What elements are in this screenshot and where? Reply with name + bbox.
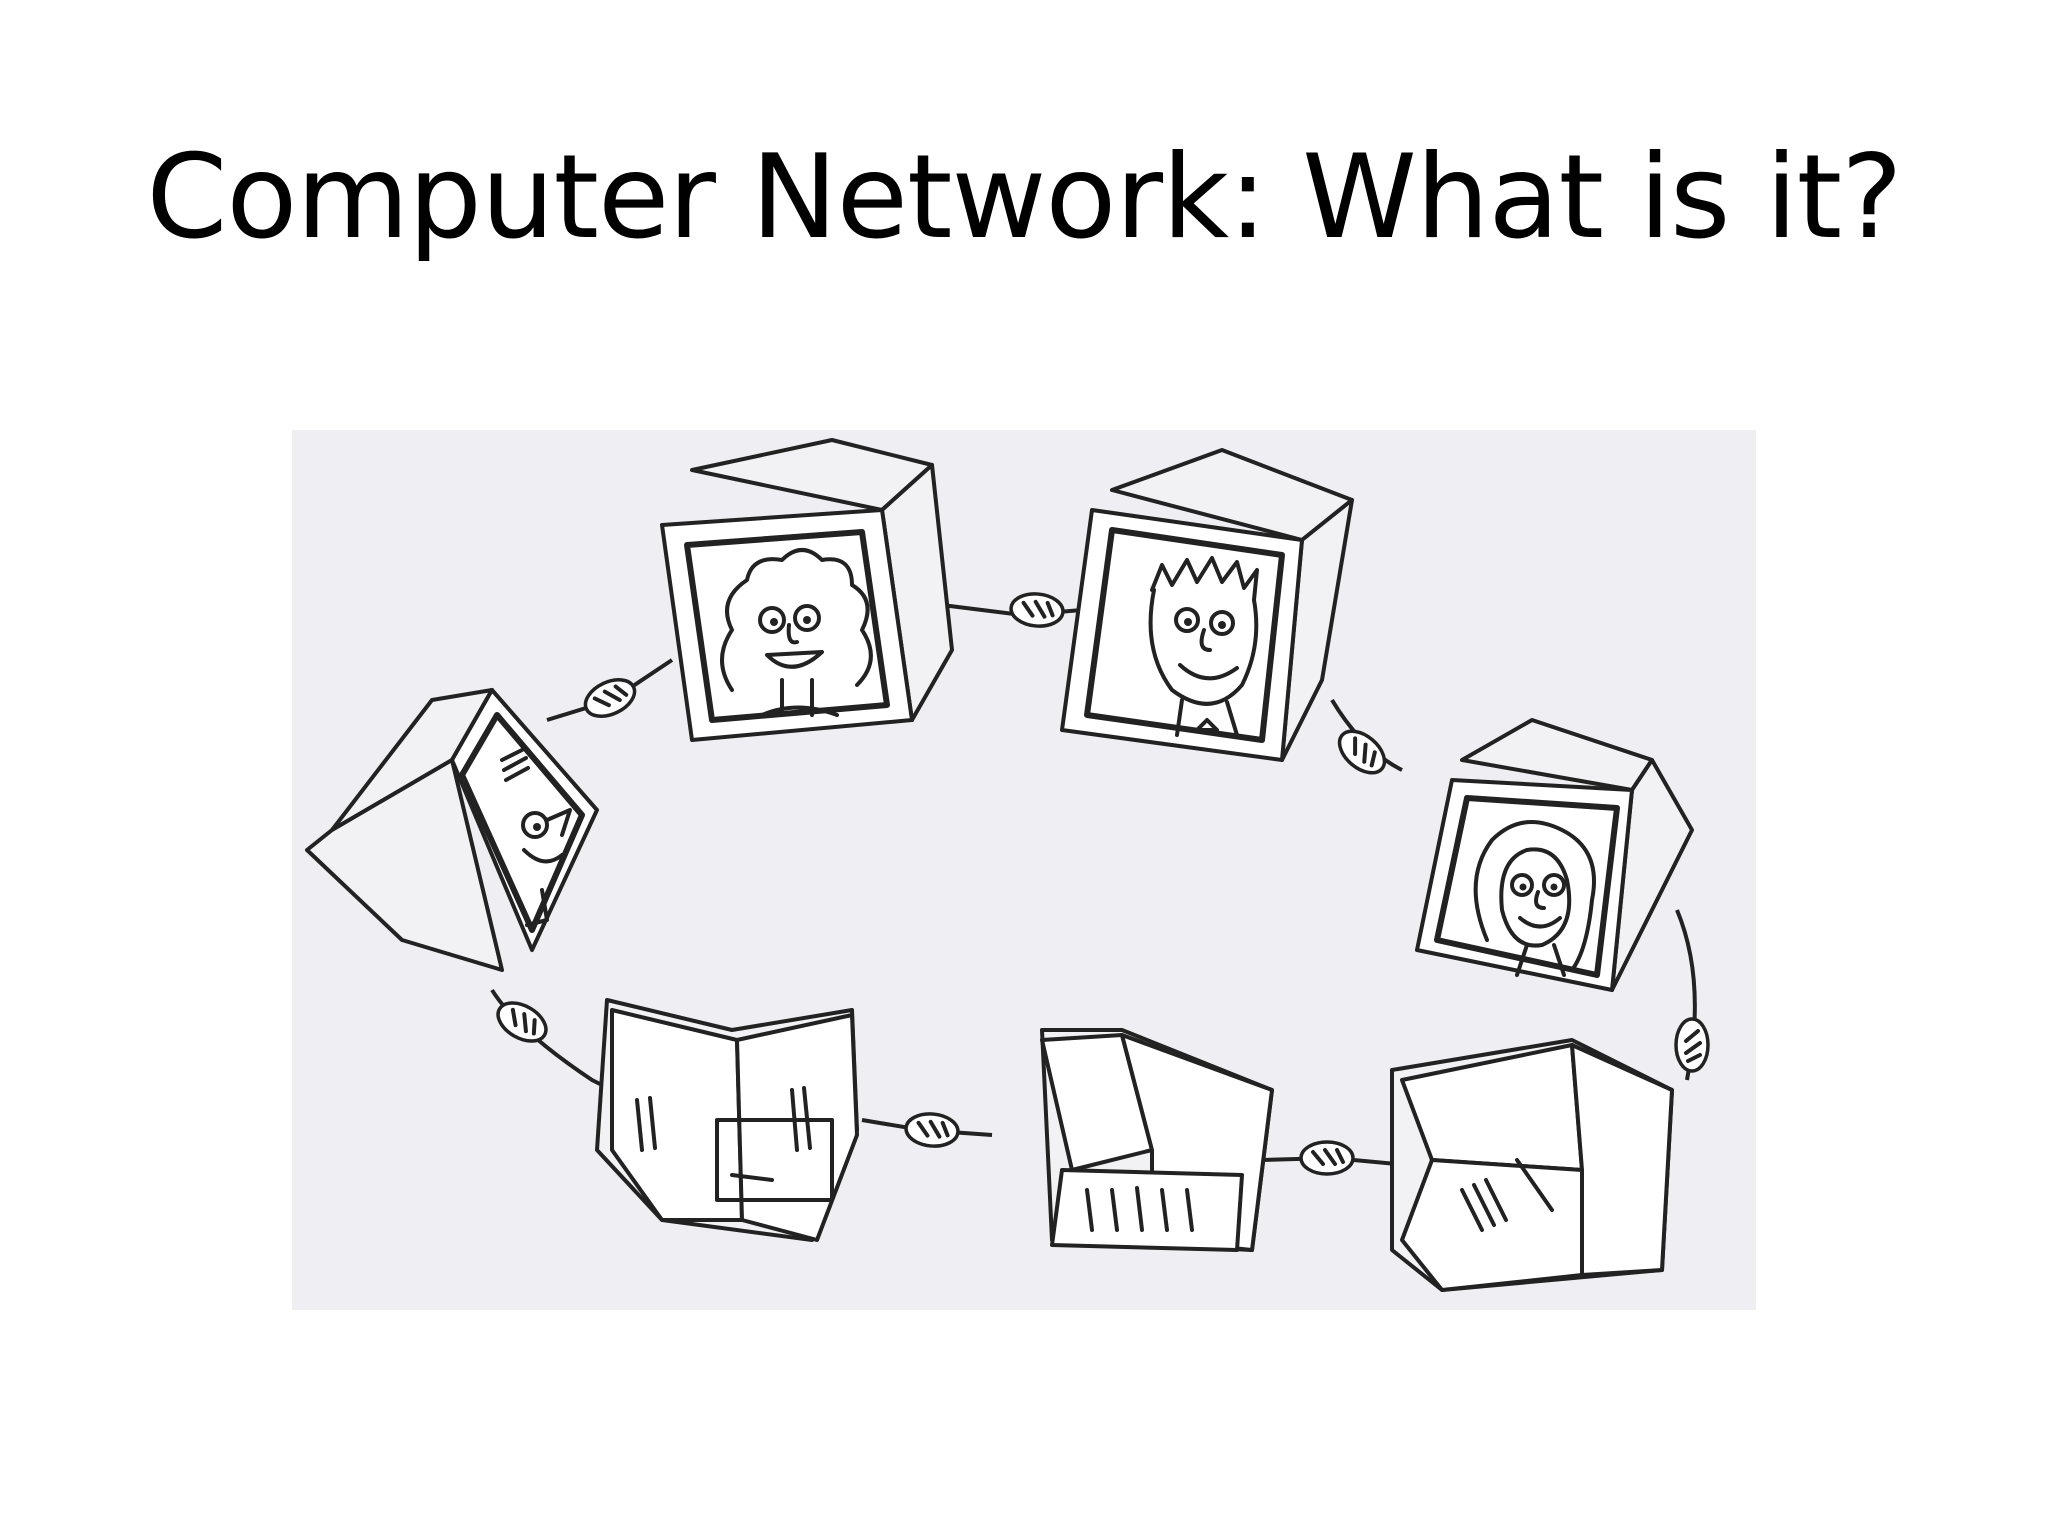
- pc-bottom-right: [1390, 1038, 1674, 1292]
- slide-title: Computer Network: What is it?: [146, 130, 1902, 265]
- network-cartoon-svg: [305, 438, 1710, 1292]
- handshake-icon: [1337, 729, 1387, 775]
- spiky-hair-person-face: [1148, 556, 1259, 737]
- handshake-icon: [496, 1001, 548, 1043]
- pc-bottom-left: [595, 998, 859, 1242]
- long-hair-person-face: [1473, 820, 1596, 977]
- cap-person-face: [500, 748, 572, 927]
- pc-top-left: [660, 438, 954, 742]
- network-cartoon-illustration: [292, 430, 1756, 1310]
- pc-bottom-middle: [1040, 1028, 1274, 1252]
- handshake-icon: [1674, 1017, 1710, 1073]
- handshake-icon: [1299, 1140, 1355, 1176]
- pc-left: [305, 688, 599, 972]
- handshake-icon: [583, 678, 637, 718]
- handshake-icon: [1009, 592, 1065, 628]
- handshake-icon: [904, 1112, 960, 1148]
- pc-top-right: [1060, 448, 1354, 762]
- curly-hair-person-face: [720, 548, 873, 717]
- pc-right: [1415, 718, 1694, 992]
- handshake-connectors: [496, 592, 1710, 1176]
